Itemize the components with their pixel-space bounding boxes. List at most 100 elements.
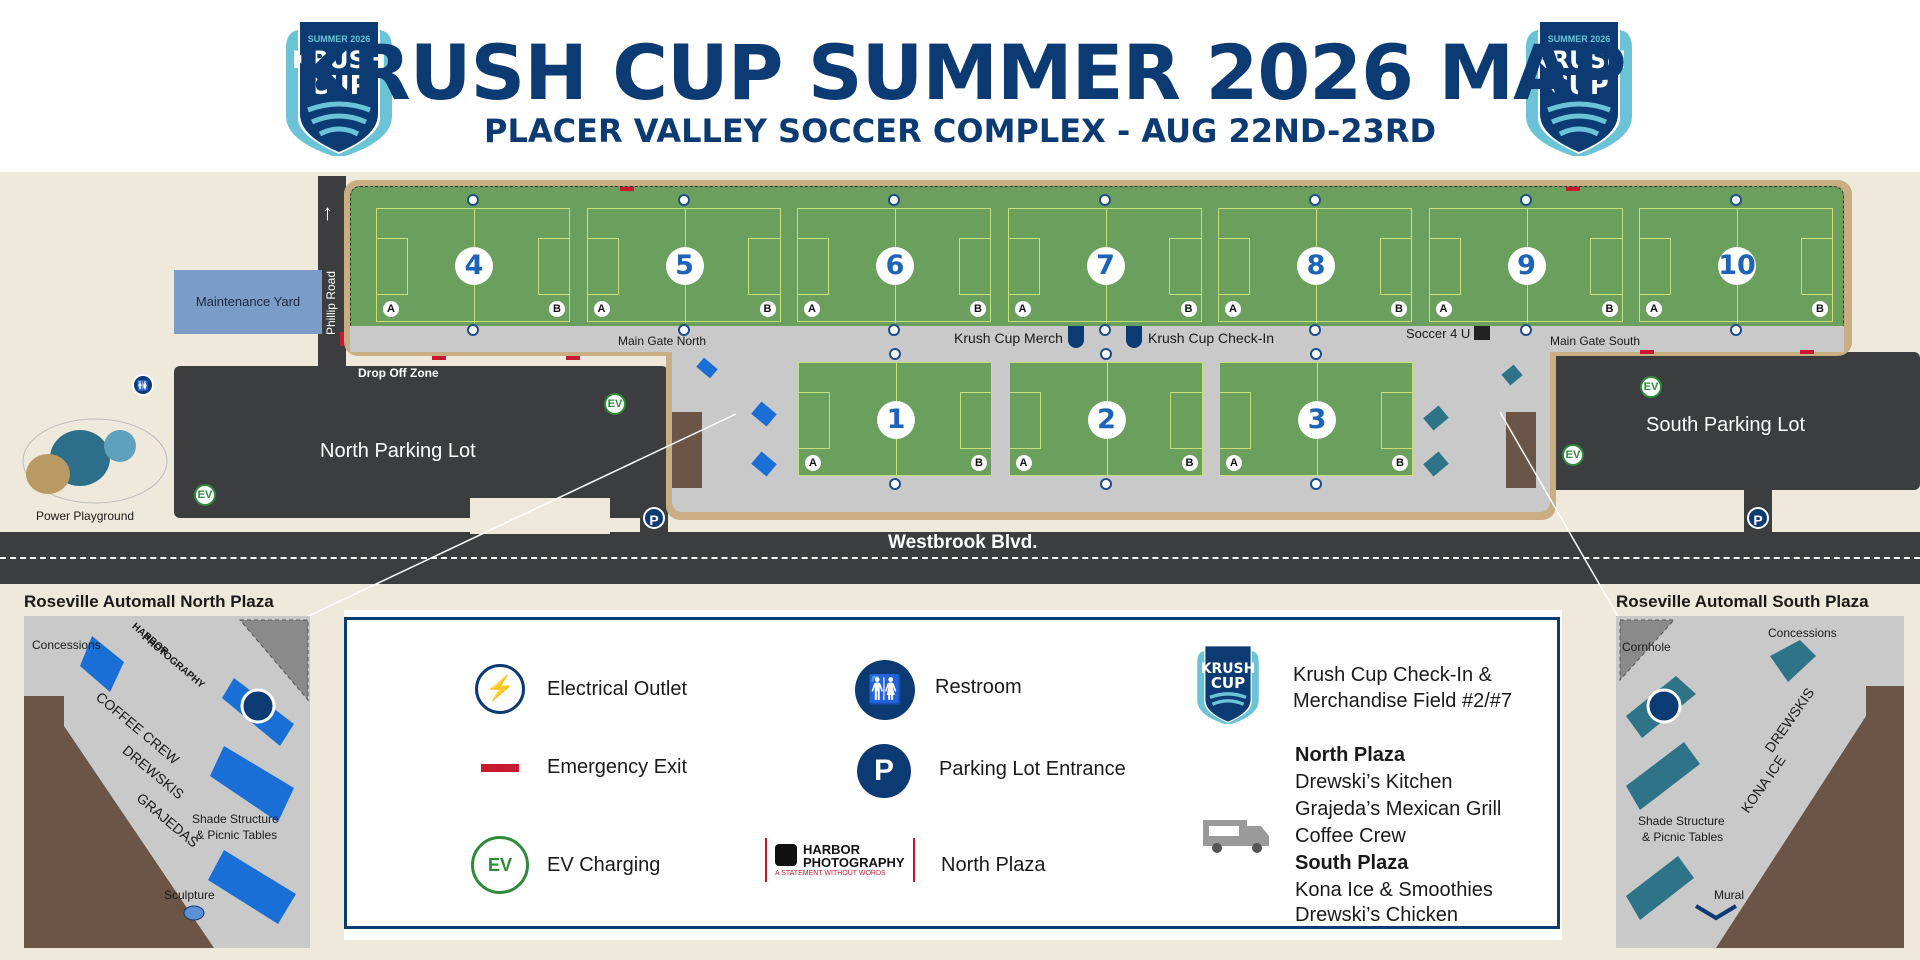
electrical-outlet-icon [888, 194, 900, 206]
field-end-a: A [1014, 301, 1031, 317]
krush-cup-logo-left: SUMMER 2026 KRUSH CUP [284, 18, 394, 158]
field-number: 7 [1086, 247, 1125, 285]
north-shade-line2: & Picnic Tables [196, 828, 278, 842]
field-end-b: B [549, 301, 565, 317]
electrical-outlet-icon [889, 348, 901, 360]
harbor-photography-logo: HARBOR PHOTOGRAPHY A STATEMENT WITHOUT W… [765, 838, 915, 882]
legend: ⚡ Electrical Outlet Emergency Exit EV EV… [344, 617, 1560, 929]
electrical-outlet-icon [1309, 194, 1321, 206]
maintenance-yard-label: Maintenance Yard [195, 294, 301, 309]
food-truck-icon [1201, 816, 1271, 856]
power-playground [20, 416, 170, 506]
south-plaza-area [1418, 352, 1536, 488]
drop-off-zone-label: Drop Off Zone [358, 366, 439, 380]
field-number: 10 [1718, 247, 1756, 285]
electrical-outlet-icon [467, 194, 479, 206]
svg-text:SUMMER 2026: SUMMER 2026 [1548, 34, 1611, 44]
field-end-a: A [805, 455, 821, 471]
vendor-north-item: Drewski’s Kitchen [1295, 771, 1453, 793]
south-plaza-cornhole: Cornhole [1622, 640, 1671, 654]
soccer-4-u-label: Soccer 4 U [1406, 326, 1471, 341]
field-number: 1 [877, 401, 915, 439]
field-end-b: B [971, 455, 987, 471]
field-end-b: B [1180, 301, 1197, 317]
vendor-north-item: Coffee Crew [1295, 825, 1406, 847]
field-end-a: A [1225, 301, 1241, 317]
south-parking-lot-label: South Parking Lot [1646, 414, 1805, 436]
south-plaza-concessions: Concessions [1768, 626, 1837, 640]
restroom-icon: 🚻 [132, 374, 154, 396]
emergency-exit-marker [340, 332, 344, 346]
electrical-outlet-icon [1098, 194, 1111, 206]
electrical-outlet-icon [1519, 324, 1532, 336]
north-plaza-area [672, 352, 788, 488]
page-subtitle: PLACER VALLEY SOCCER COMPLEX - AUG 22ND-… [483, 112, 1437, 150]
emergency-exit-marker [432, 356, 446, 360]
north-plaza-title: Roseville Automall North Plaza [24, 592, 274, 611]
electrical-outlet-icon [1310, 348, 1322, 360]
electrical-outlet-icon [467, 324, 479, 336]
harbor-logo-line1: HARBOR [803, 842, 861, 857]
field-end-a: A [804, 301, 820, 317]
soccer-4-u-marker [1474, 326, 1490, 340]
electrical-outlet-icon [1099, 348, 1112, 360]
south-shade-line1: Shade Structure [1638, 814, 1725, 828]
field-number: 9 [1507, 247, 1546, 285]
electrical-outlet-icon [1099, 478, 1112, 490]
main-gate-south-label: Main Gate South [1550, 334, 1641, 348]
field-number: 2 [1087, 401, 1126, 439]
electrical-outlet-icon [1309, 324, 1321, 336]
field-end-b: B [759, 301, 776, 317]
north-arrow-icon: ↑ [322, 200, 333, 225]
field-end-b: B [1812, 301, 1828, 317]
electrical-outlet-icon [1730, 194, 1742, 206]
krush-cup-checkin-label: Krush Cup Check-In [1148, 330, 1275, 346]
road-centerline [0, 557, 1920, 559]
parking-legend-icon: P [857, 744, 911, 798]
logo-main-text-1: KRUSH [292, 46, 386, 74]
ev-charging-legend-icon: EV [471, 836, 529, 894]
field-number: 3 [1298, 401, 1336, 439]
north-sculpture: Sculpture [164, 888, 215, 902]
field-number: 5 [665, 247, 704, 285]
field-end-b: B [970, 301, 986, 317]
field-end-a: A [383, 301, 399, 317]
electrical-outlet-icon [1310, 478, 1322, 490]
south-plaza-inset [1616, 616, 1904, 948]
legend-parking-lot-entrance: Parking Lot Entrance [939, 758, 1126, 780]
page-title: KRUSH CUP SUMMER 2026 MAP [294, 28, 1626, 117]
field-end-a: A [593, 301, 610, 317]
svg-text:CUP: CUP [1211, 674, 1245, 692]
power-playground-label: Power Playground [36, 509, 135, 523]
south-shade-line2: & Picnic Tables [1642, 830, 1724, 844]
emergency-exit-marker [620, 187, 634, 191]
krush-cup-logo-right: SUMMER 2026 KRUSH CUP [1524, 18, 1634, 158]
emergency-exit-marker [1800, 350, 1814, 354]
field-end-b: B [1601, 301, 1618, 317]
ev-charging-icon: EV [1562, 444, 1584, 466]
electrical-outlet-icon [1730, 324, 1742, 336]
ev-charging-icon: EV [604, 393, 626, 415]
field-end-a: A [1015, 455, 1032, 471]
restroom-legend-icon: 🚻 [855, 660, 915, 720]
legend-emergency-exit: Emergency Exit [547, 756, 688, 778]
field-number: 8 [1297, 247, 1335, 285]
north-shade-line1: Shade Structure [192, 812, 279, 826]
vendor-north-heading: North Plaza [1295, 744, 1406, 766]
vendor-north-item: Grajeda’s Mexican Grill [1295, 798, 1502, 820]
svg-text:KRUSH: KRUSH [1532, 46, 1626, 74]
main-gate-north-label: Main Gate North [618, 334, 707, 348]
legend-ev-charging: EV Charging [547, 854, 661, 876]
field-end-a: A [1226, 455, 1242, 471]
emergency-exit-marker [1566, 187, 1580, 191]
field-end-b: B [1391, 301, 1407, 317]
legend-checkin-line1: Krush Cup Check-In & [1293, 664, 1492, 686]
